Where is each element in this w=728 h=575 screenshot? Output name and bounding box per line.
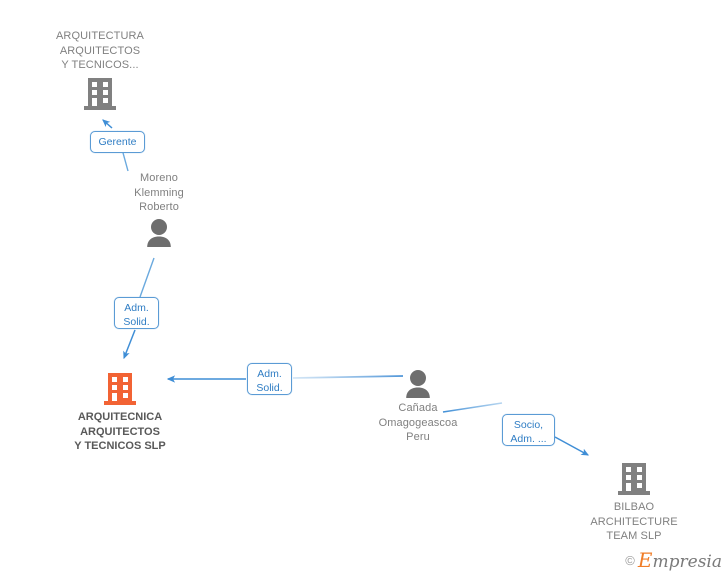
- edge-label-adm-solid-moreno[interactable]: Adm. Solid.: [114, 297, 159, 329]
- graph-node-person-moreno-klemming-roberto[interactable]: Moreno Klemming Roberto: [79, 171, 239, 247]
- node-label: Cañada Omagogeascoa Peru: [378, 402, 458, 443]
- person-icon: [79, 218, 239, 247]
- building-icon: [40, 371, 200, 407]
- edge-label-adm-solid-canada[interactable]: Adm. Solid.: [247, 363, 292, 395]
- node-label: Moreno Klemming Roberto: [134, 172, 184, 213]
- brand-initial: E: [637, 548, 653, 572]
- building-icon: [554, 461, 714, 497]
- graph-node-company-arquitectura-arquitectos[interactable]: ARQUITECTURA ARQUITECTOS Y TECNICOS...: [20, 29, 180, 112]
- building-icon: [20, 76, 180, 112]
- node-label: ARQUITECTURA ARQUITECTOS Y TECNICOS...: [56, 30, 144, 71]
- copyright-icon: ©: [625, 553, 635, 568]
- person-icon: [338, 369, 498, 398]
- node-label: ARQUITECNICA ARQUITECTOS Y TECNICOS SLP: [74, 411, 166, 452]
- empresia-watermark: © Empresia: [625, 550, 722, 571]
- edge-label-socio-adm[interactable]: Socio, Adm. ...: [502, 414, 555, 446]
- graph-node-company-arquitecnica[interactable]: ARQUITECNICA ARQUITECTOS Y TECNICOS SLP: [40, 371, 200, 454]
- brand-remainder: mpresia: [652, 552, 723, 572]
- graph-node-person-canada-omagogeascoa-peru[interactable]: Cañada Omagogeascoa Peru: [338, 369, 498, 445]
- edge-label-gerente[interactable]: Gerente: [90, 131, 145, 153]
- node-label: BILBAO ARCHITECTURE TEAM SLP: [590, 501, 678, 542]
- graph-node-company-bilbao-architecture-team[interactable]: BILBAO ARCHITECTURE TEAM SLP: [554, 461, 714, 544]
- brand-wordmark: Empresia: [638, 550, 722, 571]
